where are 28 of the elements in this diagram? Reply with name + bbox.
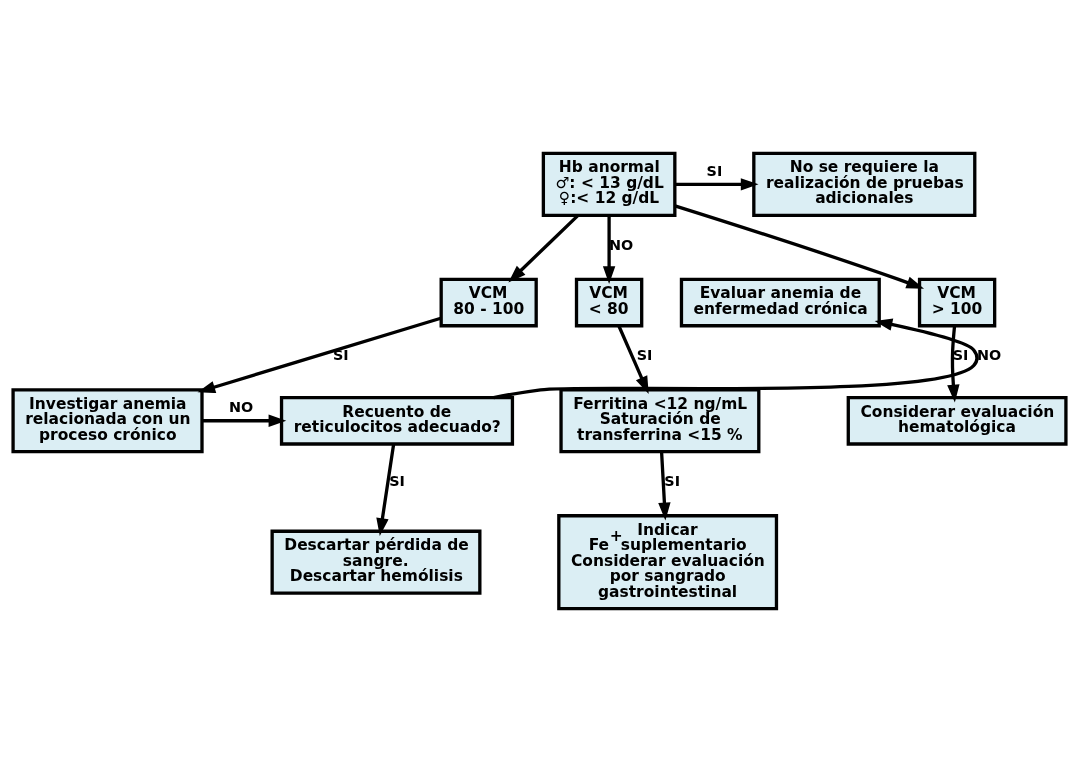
node-box: Recuento de reticulocitos adecuado? <box>279 395 515 446</box>
arrow <box>674 203 925 289</box>
node-box: Hb anormal ♂: < 13 g/dL ♀:< 12 g/dL <box>541 151 677 217</box>
node-box: Investigar anemia relacionada con un proceso crónico <box>11 387 204 453</box>
arrow <box>202 414 287 427</box>
edge-label: SI <box>664 472 681 489</box>
arrow <box>658 451 671 520</box>
arrow <box>675 177 759 191</box>
node-box: Evaluar anemia de enfermedad crónica <box>679 277 881 327</box>
arrow <box>376 443 396 536</box>
node-box: Considerar evaluación hematológica <box>846 395 1068 446</box>
node-box: VCM > 100 <box>917 277 997 327</box>
node-box: Ferritina <12 ng/mL Saturación de transferrina <15 % <box>559 387 761 453</box>
edge-label: NO <box>976 346 1002 363</box>
edge-label: NO <box>229 398 254 415</box>
arrow <box>493 317 979 399</box>
arrow <box>197 316 442 393</box>
edge-label: SI <box>636 346 653 363</box>
arrow <box>617 324 649 394</box>
node-box: Descartar pérdida de sangre. Descartar hemólisis <box>270 529 482 595</box>
arrow <box>947 325 960 402</box>
edge-label: SI <box>389 472 405 489</box>
node-box: VCM 80 - 100 <box>439 277 538 327</box>
edge-label: SI <box>706 162 723 179</box>
arrow <box>602 214 616 284</box>
node-box: No se requiere la realización de pruebas adicionales <box>752 151 977 217</box>
edge-label: SI <box>952 346 969 363</box>
node-box: VCM < 80 <box>574 277 644 327</box>
